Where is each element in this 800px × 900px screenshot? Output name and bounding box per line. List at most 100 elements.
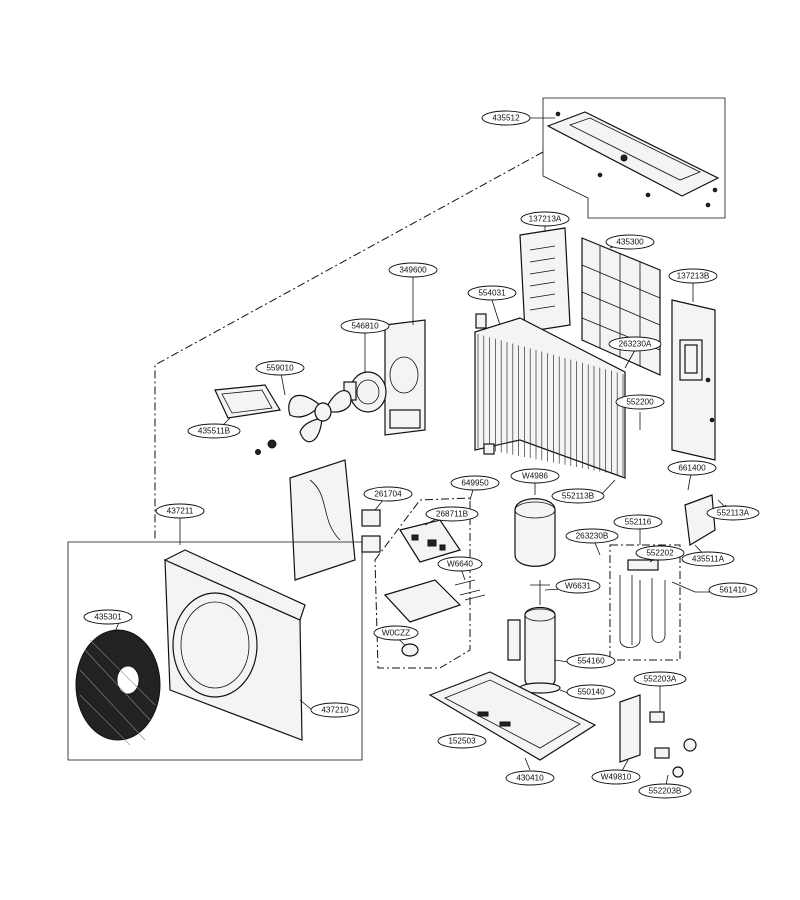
label-552202: 552202 [635,545,685,561]
valve-cap [683,738,697,752]
partition-wiring [309,479,341,541]
svg-text:349600: 349600 [399,266,427,275]
label-137213B: 137213B [668,268,718,284]
svg-text:268711B: 268711B [436,510,469,519]
pcb-component [439,544,446,551]
accumulator [507,619,521,661]
valve-bracket [619,694,641,763]
front-panel-group [67,541,363,761]
label-435300: 435300 [605,234,655,250]
label-W6631: W6631 [555,578,601,594]
svg-text:430410: 430410 [516,774,544,783]
top-cover-screw-hole [620,154,628,162]
svg-text:435300: 435300 [616,238,644,247]
control-cover [214,384,281,419]
front-panel-top-flange [163,549,306,621]
valve-assembly-boundary [609,544,681,661]
fan-guard-wires [79,639,156,746]
fan-opening-inner [180,601,250,689]
base-pan [428,671,597,761]
base-pan-slot [499,721,511,727]
top-cover-group [542,97,726,219]
label-W4986: W4986 [510,468,560,484]
motor-bracket-hole [389,356,419,394]
svg-text:437211: 437211 [167,507,194,516]
fan-guard-group [75,629,161,746]
label-261704: 261704 [363,486,413,502]
label-437210: 437210 [310,702,360,718]
control-box-group [383,579,486,657]
terminal-block [361,509,381,527]
right-panel-window [684,344,698,374]
label-552203A: 552203A [633,671,687,687]
svg-text:552203B: 552203B [649,787,682,796]
svg-text:554031: 554031 [478,289,506,298]
label-W0CZZ: W0CZZ [373,625,419,641]
rear-grille-group [581,237,661,376]
label-268711B: 268711B [425,506,479,522]
label-435511B: 435511B [187,423,241,439]
svg-text:559010: 559010 [266,364,294,373]
top-cover-frame [542,97,726,219]
right-side-panel-group [671,299,716,461]
coil-foot [483,443,495,455]
label-554160: 554160 [566,653,616,669]
reactor [401,643,419,657]
label-263230A: 263230A [608,336,662,352]
fan-nut [267,439,277,449]
label-561410: 561410 [708,582,758,598]
heatsink-fins [459,589,486,601]
fan-blade [324,390,352,413]
reversing-valve [627,559,659,571]
svg-text:263230B: 263230B [576,532,609,541]
screw [709,417,715,423]
label-559010: 559010 [255,360,305,376]
screw [645,192,651,198]
control-cover-recess [221,389,273,414]
svg-text:137213B: 137213B [677,272,710,281]
label-546810: 546810 [340,318,390,334]
svg-text:552113A: 552113A [717,509,750,518]
part-labels: 435512 137213A 435300 137213B 349600 554… [83,110,760,799]
svg-text:137213A: 137213A [529,215,562,224]
label-661400: 661400 [667,460,717,476]
fan-blade [299,417,323,443]
rear-grille-mesh [581,245,661,366]
svg-text:435511B: 435511B [198,427,231,436]
partition-plate [289,459,356,581]
control-box-tray [383,579,462,623]
service-valve [654,747,670,759]
compressor-top [524,608,556,622]
svg-text:W4986: W4986 [522,472,548,481]
svg-text:437210: 437210 [321,706,349,715]
compressor-sound-jacket [514,498,556,567]
valve-cap [672,766,684,778]
label-552203B: 552203B [638,783,692,799]
motor-bracket-group [384,319,426,436]
label-552113B: 552113B [551,488,605,504]
svg-text:561410: 561410 [719,586,747,595]
left-side-panel [519,227,571,333]
top-cover-groove [568,117,701,181]
svg-text:552116: 552116 [625,518,652,527]
label-137213A: 137213A [520,211,570,227]
base-pan-group [428,671,597,761]
label-435511A: 435511A [681,551,735,567]
label-430410: 430410 [505,770,555,786]
base-pan-inner [444,679,581,749]
label-263230B: 263230B [565,528,619,544]
valve-bracket-group [619,694,697,778]
svg-text:W0CZZ: W0CZZ [382,629,410,638]
fan-opening [172,592,258,698]
svg-text:W6640: W6640 [447,560,473,569]
svg-text:435511A: 435511A [692,555,725,564]
fan-blade [288,394,321,418]
front-panel-frame [67,541,363,761]
svg-text:W49810: W49810 [601,773,632,782]
svg-text:152503: 152503 [448,737,476,746]
svg-text:546810: 546810 [351,322,379,331]
label-437211: 437211 [155,503,205,519]
label-W49810: W49810 [591,769,641,785]
screw [705,377,711,383]
